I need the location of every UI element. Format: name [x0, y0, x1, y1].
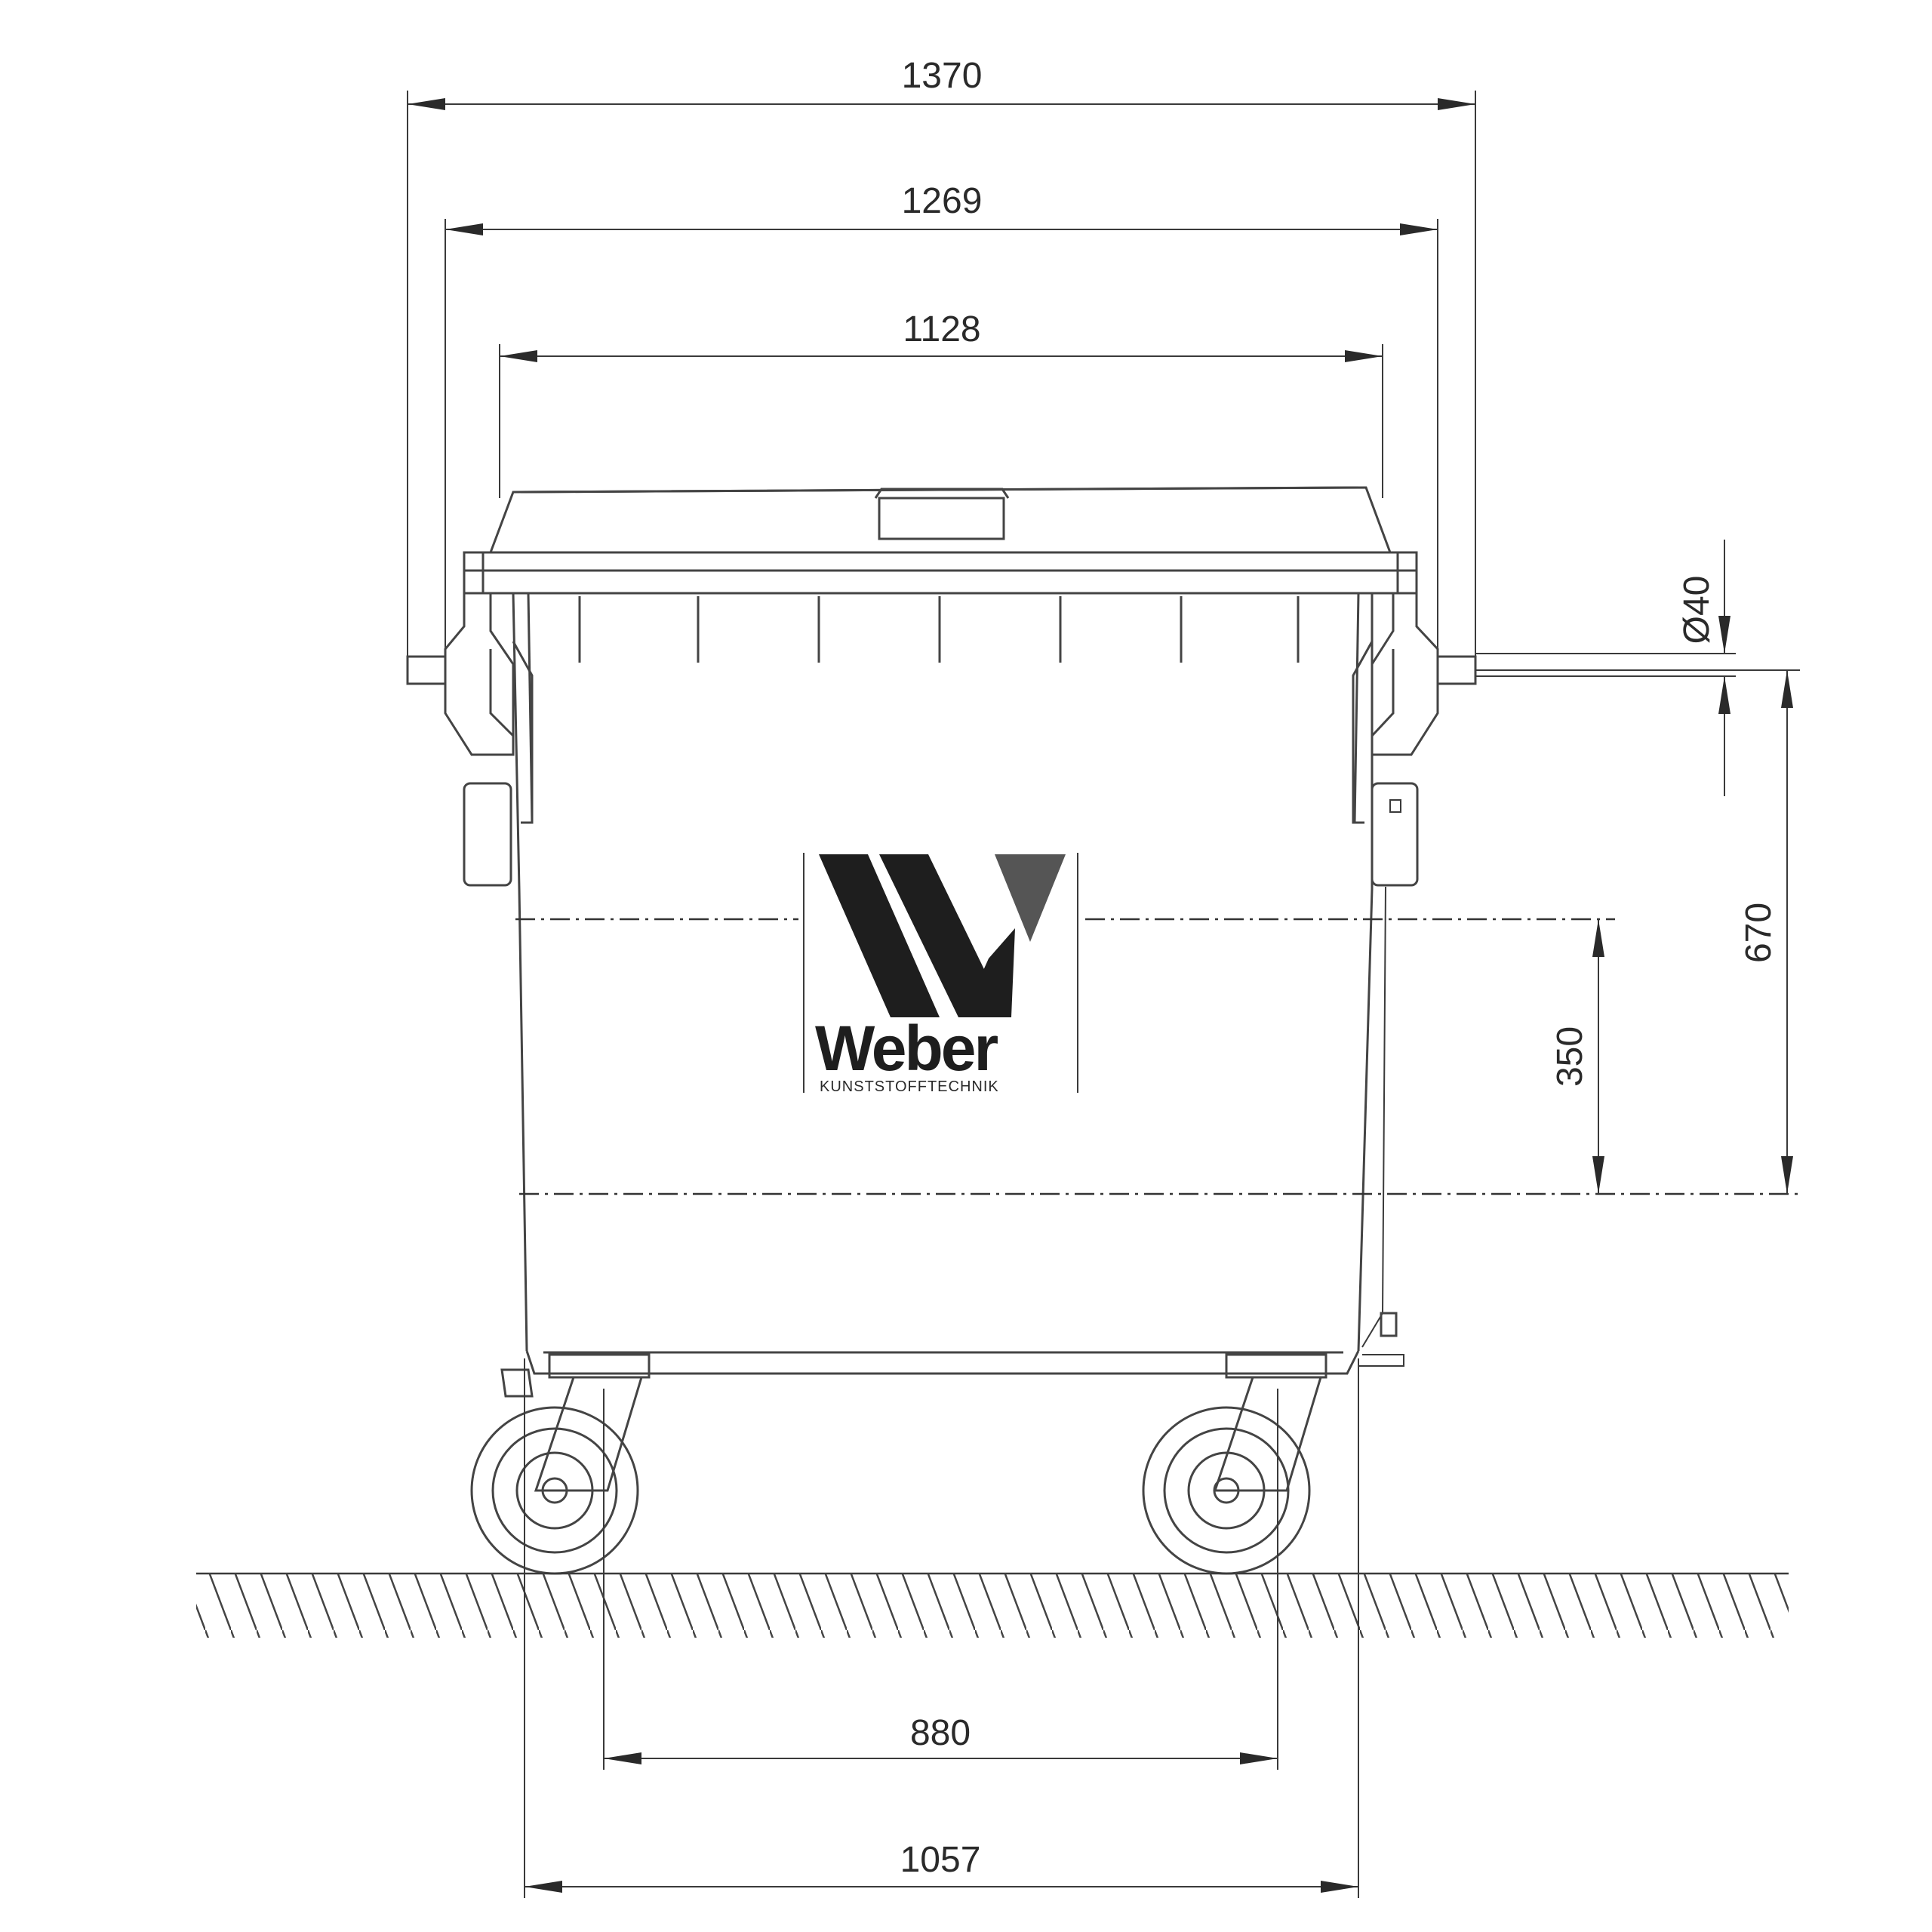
left-pin — [406, 655, 447, 685]
logo-stroke-1 — [819, 854, 940, 1017]
dimension-label-1370: 1370 — [902, 56, 983, 96]
dimension-label-1128: 1128 — [903, 309, 980, 349]
left-caster — [470, 1353, 651, 1575]
dimension-label-d40: Ø40 — [1677, 576, 1717, 645]
dimension-height-350: 350 — [1550, 919, 1604, 1194]
container-bottom — [525, 1350, 1360, 1375]
logo-stroke-3 — [962, 928, 1015, 1017]
brake-pedal — [500, 1368, 534, 1398]
right-pocket-marker — [1389, 799, 1401, 813]
left-side-pocket — [463, 782, 512, 887]
logo-stroke-2 — [879, 854, 1008, 1017]
dimension-label-1269: 1269 — [902, 181, 983, 221]
right-caster-fork — [1213, 1376, 1323, 1492]
dimension-lid-width: 1128 — [499, 309, 1383, 498]
drain-plug — [1380, 1312, 1398, 1337]
container-rim — [463, 551, 1418, 572]
dimension-label-350: 350 — [1550, 1026, 1590, 1087]
right-caster — [1142, 1353, 1327, 1575]
right-pin — [1436, 655, 1477, 685]
lid-handle — [878, 497, 1005, 540]
logo-wordmark: Weber — [815, 1013, 998, 1084]
right-trunnion-bracket — [1352, 593, 1477, 887]
left-trunnion-bracket — [406, 593, 534, 887]
right-side-pocket — [1371, 782, 1419, 887]
ground-hatch — [196, 1572, 1789, 1638]
dimension-label-880: 880 — [910, 1713, 971, 1753]
dimension-width-mid: 1269 — [445, 181, 1438, 657]
dimension-base-width: 1057 — [524, 1358, 1359, 1898]
dimension-wheel-spacing: 880 — [603, 1389, 1278, 1770]
centerline-350 — [515, 918, 1800, 1195]
weber-logo: Weber KUNSTSTOFFTECHNIK — [803, 853, 1078, 1095]
container-ribs — [578, 596, 1300, 663]
dimension-label-670: 670 — [1739, 903, 1779, 963]
logo-grey-triangle — [995, 854, 1066, 942]
dimension-label-1057: 1057 — [900, 1840, 981, 1880]
dimension-pin-diameter: Ø40 — [1475, 540, 1736, 796]
dimension-overall-width: 1370 — [407, 56, 1476, 657]
container-body — [406, 486, 1477, 1375]
dimension-height-670: 670 — [1475, 669, 1800, 1194]
logo-subtitle: KUNSTSTOFFTECHNIK — [820, 1078, 999, 1095]
